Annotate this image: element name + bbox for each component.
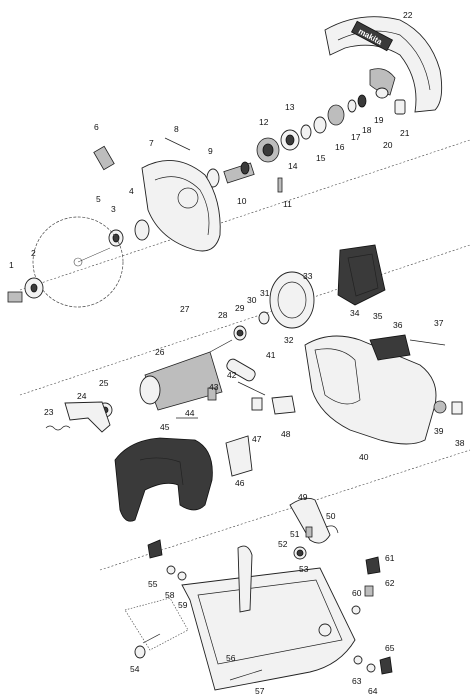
part-number-label: 20	[383, 140, 393, 150]
part-number-label: 57	[255, 686, 265, 696]
part-number-label: 61	[385, 553, 395, 563]
part-number-label: 45	[160, 422, 170, 432]
part-number-label: 7	[149, 138, 154, 148]
part-number-label: 35	[373, 311, 383, 321]
part-number-label: 25	[99, 378, 109, 388]
part-number-label: 4	[129, 186, 134, 196]
part-number-label: 24	[77, 391, 87, 401]
part-number-label: 14	[288, 161, 298, 171]
part-number-label: 17	[351, 132, 361, 142]
part-number-label: 3	[111, 204, 116, 214]
part-number-label: 48	[281, 429, 291, 439]
part-number-label: 16	[335, 142, 345, 152]
blade-guard: makita	[324, 16, 443, 113]
motor-assembly	[97, 244, 386, 418]
part-number-label: 56	[226, 653, 236, 663]
part-number-label: 62	[385, 578, 395, 588]
switch-parts	[45, 401, 111, 433]
handle	[114, 435, 253, 522]
part-number-label: 46	[235, 478, 245, 488]
part-number-label: 23	[44, 407, 54, 417]
part-number-label: 11	[283, 199, 292, 209]
part-number-label: 9	[208, 146, 213, 156]
part-number-label: 2	[31, 248, 36, 258]
saw-blade	[32, 216, 124, 308]
upper-small-parts	[93, 137, 191, 247]
main-housing	[304, 334, 463, 445]
part-number-label: 58	[165, 590, 175, 600]
part-number-label: 34	[350, 308, 360, 318]
base-fasteners	[147, 539, 393, 675]
part-number-label: 42	[227, 370, 237, 380]
part-number-label: 41	[266, 350, 276, 360]
base-plate	[181, 545, 356, 691]
part-number-label: 1	[9, 260, 14, 270]
part-number-label: 6	[94, 122, 99, 132]
part-number-label: 60	[352, 588, 362, 598]
part-number-label: 31	[260, 288, 270, 298]
part-number-label: 37	[434, 318, 444, 328]
inner-flange-cover	[141, 160, 221, 252]
section-divider-middle	[19, 244, 471, 396]
part-number-label: 52	[278, 539, 288, 549]
part-number-label: 30	[247, 295, 257, 305]
part-number-label: 8	[174, 124, 179, 134]
part-number-label: 38	[455, 438, 465, 448]
spindle-parts	[206, 87, 406, 193]
part-number-label: 5	[96, 194, 101, 204]
part-number-label: 36	[393, 320, 403, 330]
part-number-label: 22	[403, 10, 413, 20]
part-number-label: 49	[298, 492, 308, 502]
part-number-label: 39	[434, 426, 444, 436]
rip-fence	[124, 597, 189, 659]
part-number-label: 64	[368, 686, 378, 696]
part-number-label: 21	[400, 128, 410, 138]
part-number-label: 40	[359, 452, 369, 462]
part-number-label: 55	[148, 579, 158, 589]
part-number-label: 53	[299, 564, 309, 574]
part-number-label: 32	[284, 335, 294, 345]
part-number-label: 63	[352, 676, 362, 686]
part-number-label: 51	[290, 529, 300, 539]
part-number-label: 44	[185, 408, 195, 418]
section-divider-upper	[19, 139, 471, 291]
part-number-label: 10	[237, 196, 247, 206]
part-number-label: 59	[178, 600, 188, 610]
part-number-label: 13	[285, 102, 295, 112]
part-number-label: 50	[326, 511, 336, 521]
lever-parts	[289, 497, 339, 560]
part-number-label: 29	[235, 303, 245, 313]
blade-bolt-washer	[7, 277, 44, 303]
part-number-label: 18	[362, 125, 372, 135]
part-number-label: 43	[209, 382, 219, 392]
part-number-label: 47	[252, 434, 262, 444]
part-number-label: 54	[130, 664, 140, 674]
part-number-label: 12	[259, 117, 269, 127]
part-number-label: 27	[180, 304, 190, 314]
part-number-label: 15	[316, 153, 326, 163]
part-number-label: 33	[303, 271, 313, 281]
part-number-label: 19	[374, 115, 384, 125]
part-number-label: 26	[155, 347, 165, 357]
part-number-label: 65	[385, 643, 395, 653]
part-number-label: 28	[218, 310, 228, 320]
brush-parts	[176, 358, 296, 419]
